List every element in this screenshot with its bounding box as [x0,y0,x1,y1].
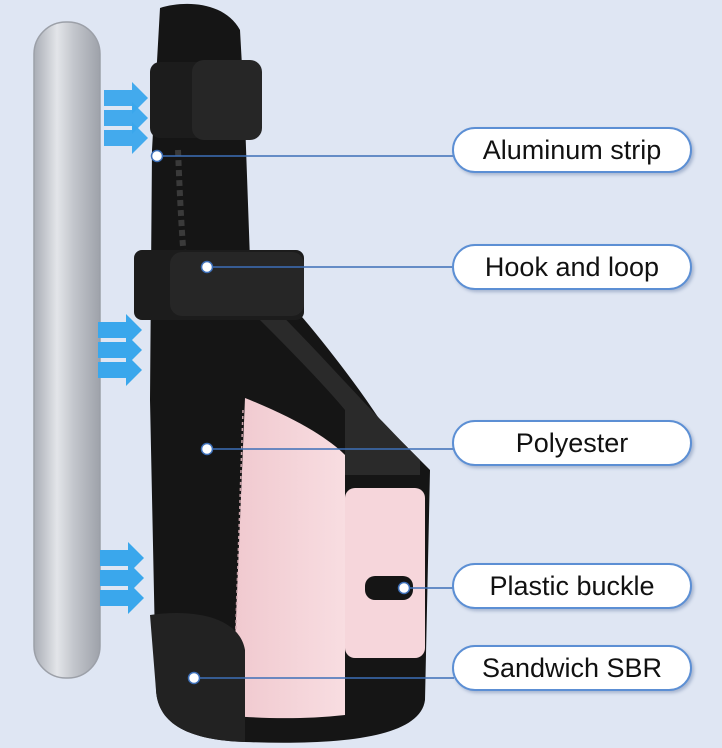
wrist-brace-image [134,3,430,743]
aluminum-strip-image [33,21,101,679]
leader-dot [150,149,411,685]
label-plastic-buckle: Plastic buckle [452,563,692,609]
label-sandwich-sbr: Sandwich SBR [452,645,692,691]
label-polyester: Polyester [452,420,692,466]
arrow-right-icon [100,542,144,614]
label-aluminum-strip: Aluminum strip [452,127,692,173]
leader-line [157,155,454,679]
arrow-right-icon [98,314,142,386]
arrow-right-icon [104,82,148,154]
label-hook-and-loop: Hook and loop [452,244,692,290]
